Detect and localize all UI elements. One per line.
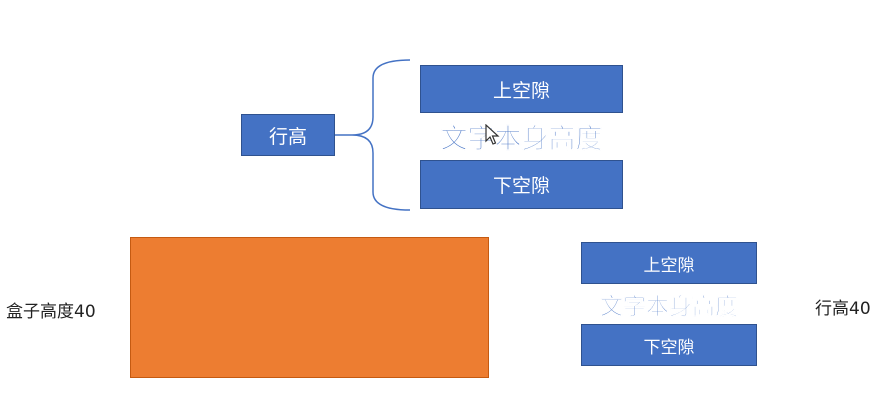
line-height-box: 行高 — [241, 114, 335, 156]
bottom-gap-label: 下空隙 — [492, 175, 550, 197]
text-self-height-label: 文字本身高度 — [440, 123, 603, 155]
line-height-40-label: 行高40 — [815, 299, 871, 319]
orange-box — [130, 237, 489, 378]
small-bottom-gap-label: 下空隙 — [643, 337, 695, 358]
top-gap-label: 上空隙 — [492, 79, 550, 102]
mouse-pointer-icon — [485, 124, 500, 145]
small-bottom-gap-box: 下空隙 — [581, 324, 757, 366]
top-gap-box: 上空隙 — [420, 65, 623, 113]
bottom-gap-box: 下空隙 — [420, 160, 623, 209]
box-height-label: 盒子高度40 — [6, 302, 96, 322]
small-top-gap-box: 上空隙 — [581, 242, 757, 284]
small-top-gap-label: 上空隙 — [643, 255, 695, 276]
line-height-label: 行高 — [268, 125, 307, 148]
small-text-self-height-label: 文字本身高度 — [600, 293, 739, 321]
